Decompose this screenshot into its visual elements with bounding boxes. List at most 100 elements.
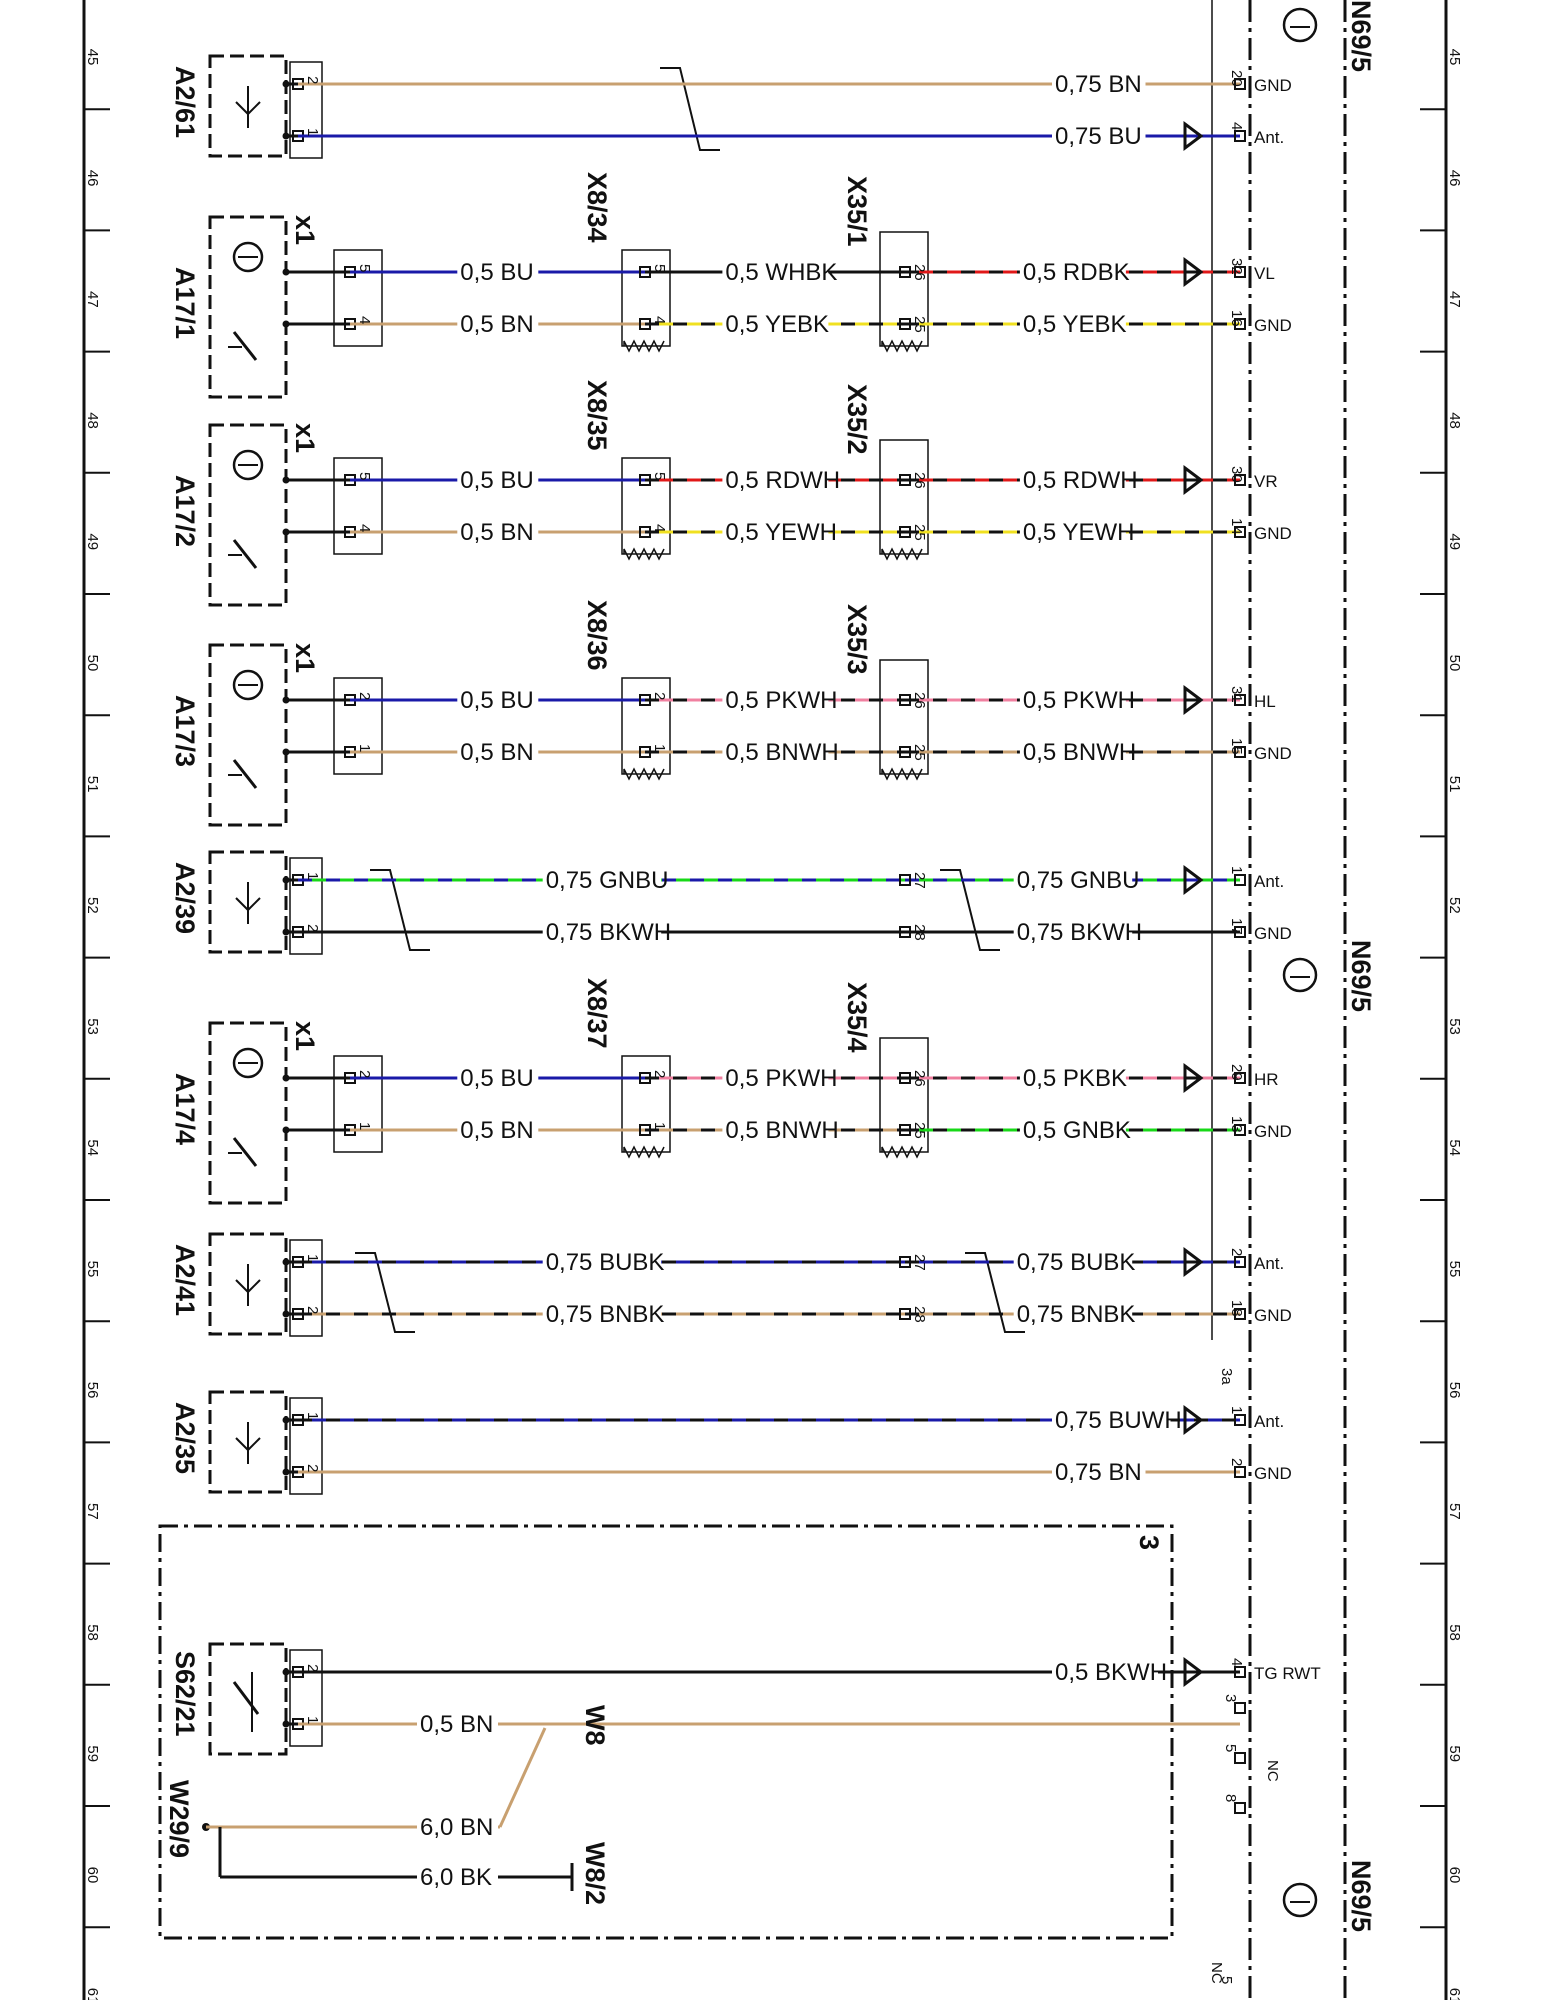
component-pin: 1	[304, 1412, 321, 1420]
signal-arrow	[1183, 257, 1204, 287]
cut-mark	[623, 339, 665, 353]
module-signal: Ant.	[1254, 1412, 1284, 1431]
wire-label: 0,75 BN	[1055, 1459, 1142, 1486]
x35-pin: 26	[911, 692, 928, 709]
label-bg	[542, 916, 662, 946]
wire-label: 0,5 BU	[460, 687, 533, 714]
antenna-icon-r	[247, 1279, 261, 1293]
pin-terminal	[1234, 1414, 1246, 1426]
x35-label: X35/3	[842, 604, 872, 675]
shield-mark	[370, 869, 430, 951]
junction-dot	[282, 696, 290, 704]
module-label: N69/5	[1346, 940, 1376, 1012]
antenna-icon-r	[247, 101, 261, 115]
signal-arrow	[1183, 1063, 1204, 1093]
row-number-left: 52	[84, 897, 101, 914]
junction-dot	[282, 928, 290, 936]
circuit-A2-39	[282, 865, 1246, 938]
x8-pin: 1	[651, 744, 668, 752]
pin-terminal	[899, 1256, 911, 1268]
wire-label: 0,5 BNWH	[725, 739, 838, 766]
label-bg	[1019, 256, 1126, 286]
row-number-left: 51	[84, 776, 101, 793]
label-bg	[1013, 864, 1133, 894]
pin-terminal	[639, 474, 651, 486]
label-bg	[1019, 1114, 1126, 1144]
shield-mark	[660, 67, 720, 151]
pin-terminal	[639, 694, 651, 706]
module-signal: GND	[1254, 316, 1292, 335]
wire-label: 0,75 BU	[1055, 123, 1142, 150]
pin-terminal	[1234, 1466, 1246, 1478]
wire-label: 0,5 BU	[460, 1065, 533, 1092]
component-pin: 1	[304, 1716, 321, 1724]
module-pin: 17	[1228, 918, 1245, 935]
wire-label: 0,5 PKWH	[1023, 687, 1135, 714]
row-number-right: 46	[1446, 170, 1463, 187]
row-number-right: 56	[1446, 1382, 1463, 1399]
pin-terminal	[899, 746, 911, 758]
steering-icon	[232, 669, 264, 701]
x35-pin: 27	[911, 872, 928, 889]
wire-label: 0,5 BU	[460, 467, 533, 494]
label-bg	[542, 1246, 662, 1276]
component-pin: 4	[356, 524, 373, 532]
module-signal: Ant.	[1254, 128, 1284, 147]
wire-label: 0,5 BNWH	[1023, 739, 1136, 766]
component-frame	[208, 1021, 288, 1205]
reference-label: 3	[1134, 1535, 1164, 1550]
module-pin: 5	[1222, 1744, 1239, 1752]
row-number-right: 57	[1446, 1503, 1463, 1520]
label-bg	[722, 736, 829, 766]
pin-terminal	[1234, 474, 1246, 486]
switch-icon	[232, 1681, 260, 1715]
wire-label: 0,5 BU	[460, 259, 533, 286]
switch-icon	[232, 759, 258, 789]
module-pin: 32	[1228, 258, 1245, 275]
row-number-left: 45	[84, 49, 101, 66]
antenna-icon-r	[247, 1437, 261, 1451]
pin-terminal	[1234, 1752, 1246, 1764]
module-pin: 31	[1228, 686, 1245, 703]
shield-mark	[355, 1252, 415, 1333]
pin-terminal	[1234, 1666, 1246, 1678]
component-frame	[208, 850, 288, 954]
antenna-icon-l	[235, 1437, 249, 1451]
label-bg	[457, 684, 539, 714]
pin-terminal	[899, 318, 911, 330]
module-pin: 18	[1228, 1300, 1245, 1317]
wire-label: 0,5 PKBK	[1023, 1065, 1127, 1092]
pin-terminal	[899, 474, 911, 486]
wire-label: 0,5 YEWH	[725, 519, 837, 546]
pin-terminal	[639, 746, 651, 758]
pin-terminal	[1234, 526, 1246, 538]
row-number-left: 48	[84, 412, 101, 429]
component-frame	[208, 215, 288, 399]
label-bg	[417, 1708, 498, 1738]
cut-mark	[881, 339, 923, 353]
x1-label: x1	[290, 643, 320, 673]
x35-pin: 26	[911, 472, 928, 489]
row-number-right: 50	[1446, 655, 1463, 672]
junction-dot	[282, 1074, 290, 1082]
wire-label: 0,5 RDWH	[1023, 467, 1138, 494]
wire-label: 6,0 BN	[420, 1814, 493, 1841]
wire-label: 0,75 GNBU	[546, 867, 669, 894]
module-signal: HR	[1254, 1070, 1279, 1089]
component-label: A17/3	[170, 695, 200, 767]
x8-label: X8/36	[582, 600, 612, 671]
row-number-left: 56	[84, 1382, 101, 1399]
component-pin: 1	[304, 872, 321, 880]
module-pin: 2	[1228, 1458, 1245, 1466]
signal-arrow	[1183, 1657, 1204, 1687]
pin-terminal	[899, 694, 911, 706]
row-number-right: 53	[1446, 1018, 1463, 1035]
row-number-left: 60	[84, 1867, 101, 1884]
wire-label: 0,75 BN	[1055, 71, 1142, 98]
row-number-left: 55	[84, 1261, 101, 1278]
module-pin: 1	[1228, 866, 1245, 874]
steering-icon	[232, 1047, 264, 1079]
label-bg	[722, 1114, 829, 1144]
